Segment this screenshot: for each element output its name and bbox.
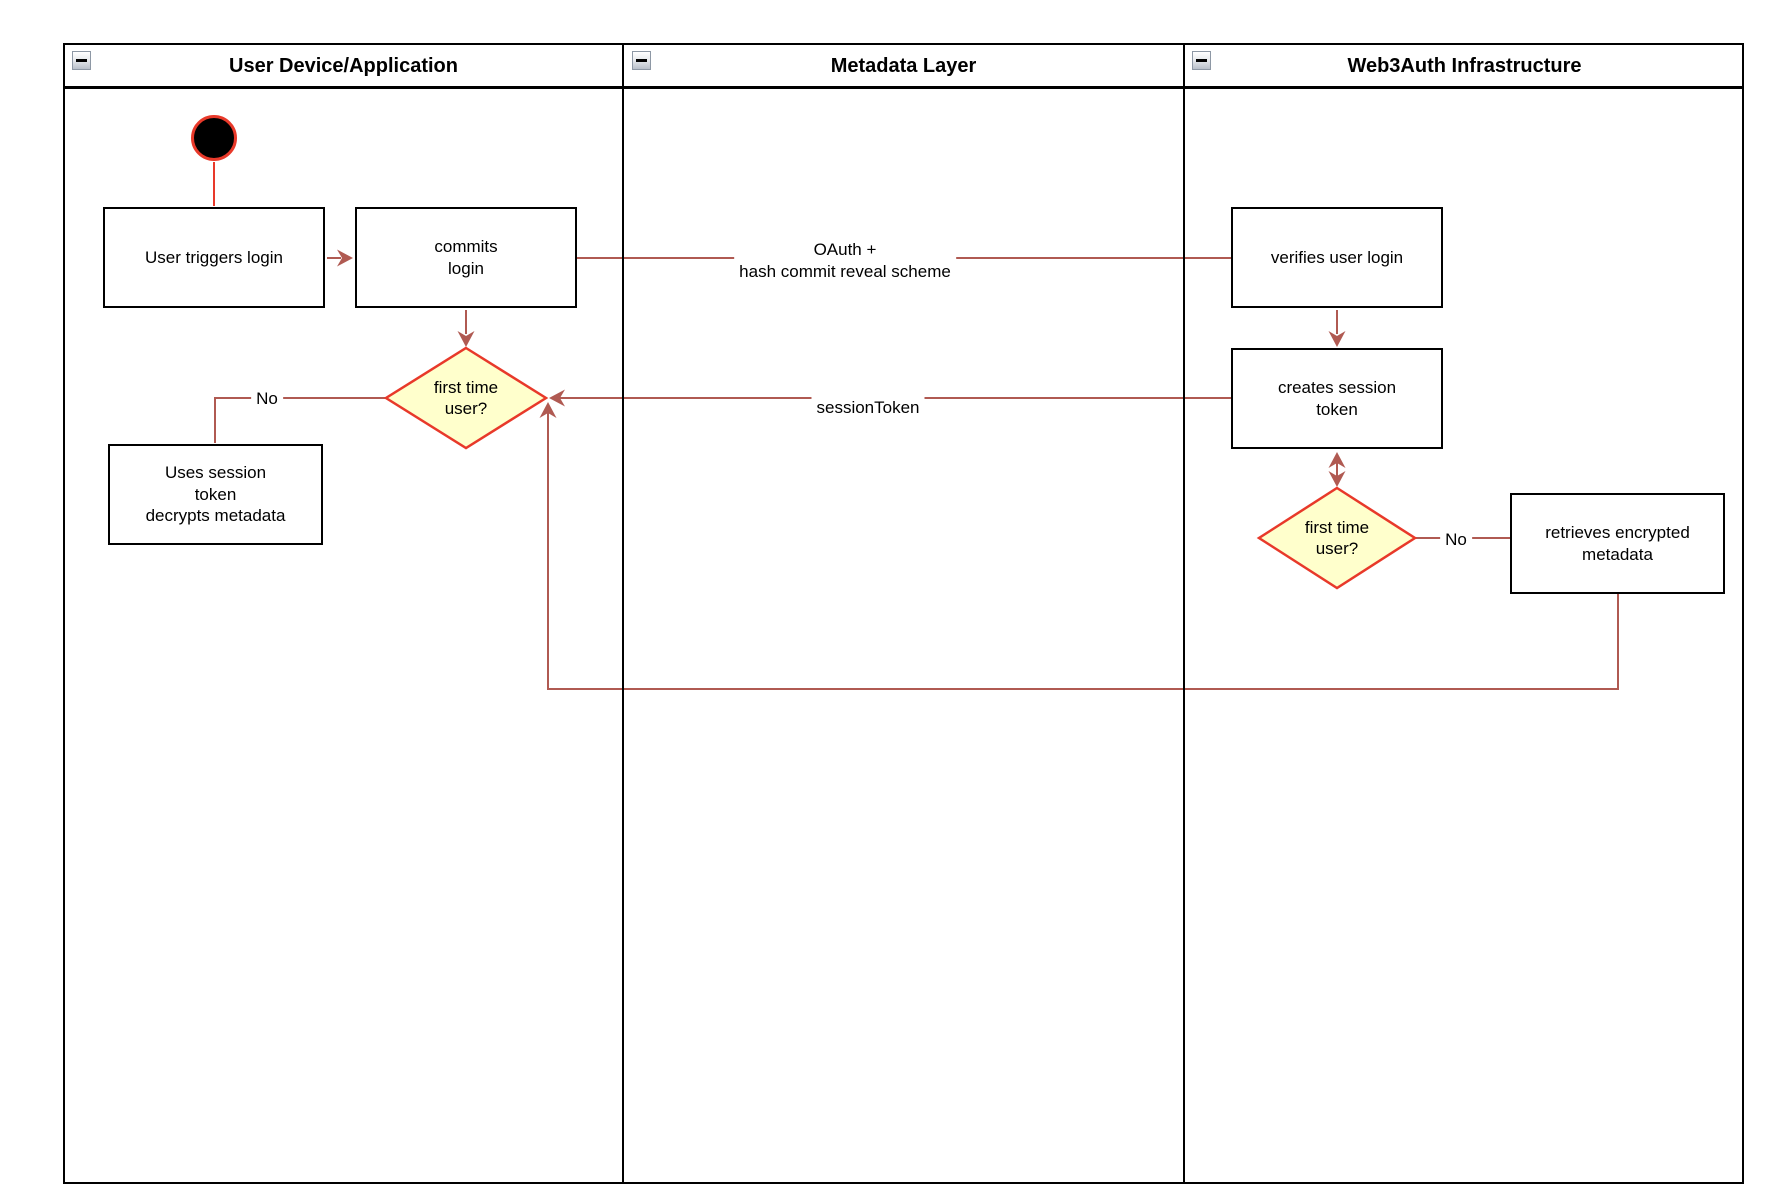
arrowhead-right-icon: [337, 249, 353, 267]
collapse-lane-web3auth-button[interactable]: [1192, 51, 1211, 70]
decision2-label: first time user?: [1304, 517, 1370, 558]
lane-divider-1: [622, 45, 624, 1182]
edge-label-no-2: No: [1440, 527, 1472, 553]
node-verifies-user-login: verifies user login: [1231, 207, 1443, 308]
swimlane-header-row: [63, 43, 1744, 89]
decision-diamond-first-time-user-2: [1256, 486, 1418, 590]
minus-icon: [76, 59, 87, 62]
node-retrieves-encrypted-metadata: retrieves encrypted metadata: [1510, 493, 1725, 594]
collapse-lane-metadata-layer-button[interactable]: [632, 51, 651, 70]
edge-label-no-1: No: [251, 386, 283, 412]
decision-diamond-first-time-user-1: [383, 346, 549, 450]
arrowhead-down-icon: [1328, 331, 1346, 347]
edge-label-oauth: OAuth + hash commit reveal scheme: [734, 237, 956, 285]
edge-retrieves-to-decision1-return: [547, 413, 1619, 690]
lane-divider-2: [1183, 45, 1185, 1182]
lane-title-metadata-layer: Metadata Layer: [830, 55, 977, 77]
arrowhead-up-icon: [1328, 452, 1346, 468]
node-user-triggers-login: User triggers login: [103, 207, 325, 308]
start-node: [191, 115, 237, 161]
node-commits-login: commits login: [355, 207, 577, 308]
arrowhead-left-icon: [549, 389, 565, 407]
minus-icon: [1196, 59, 1207, 62]
collapse-lane-user-device-button[interactable]: [72, 51, 91, 70]
edge-decision1-no-to-uses-session: [214, 397, 388, 443]
arrowhead-down-icon: [457, 331, 475, 347]
node-uses-session-token: Uses session token decrypts metadata: [108, 444, 323, 545]
arrowhead-down-icon: [1328, 471, 1346, 487]
node-creates-session-token: creates session token: [1231, 348, 1443, 449]
lane-title-web3auth-infrastructure: Web3Auth Infrastructure: [1347, 55, 1582, 77]
minus-icon: [636, 59, 647, 62]
swimlane-frame: [63, 43, 1744, 1184]
edge-label-sessiontoken: sessionToken: [811, 395, 925, 421]
decision1-label: first time user?: [433, 377, 499, 418]
lane-title-user-device: User Device/Application: [229, 55, 458, 77]
arrowhead-up-icon: [539, 402, 557, 418]
